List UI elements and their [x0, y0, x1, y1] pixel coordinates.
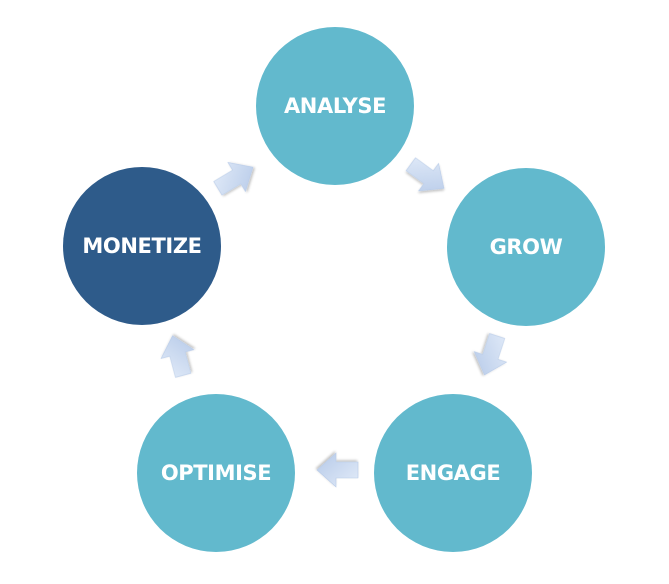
node-optimise: OPTIMISE: [137, 394, 295, 552]
node-optimise-circle: [137, 394, 295, 552]
node-grow-circle: [447, 168, 605, 326]
connector-arrows: [160, 157, 508, 488]
node-analyse-circle: [256, 27, 414, 185]
arrow-engage-to-optimise: [316, 452, 359, 488]
node-engage: ENGAGE: [374, 394, 532, 552]
node-optimise-label: OPTIMISE: [161, 461, 271, 485]
node-analyse-label: ANALYSE: [284, 94, 386, 118]
arrow-monetize-to-analyse: [213, 161, 254, 196]
node-grow-label: GROW: [490, 235, 563, 259]
arrow-analyse-to-grow: [405, 157, 445, 192]
node-monetize-circle: [63, 167, 221, 325]
node-engage-label: ENGAGE: [406, 461, 501, 485]
node-grow: GROW: [447, 168, 605, 326]
node-monetize: MONETIZE: [63, 167, 221, 325]
node-analyse: ANALYSE: [256, 27, 414, 185]
node-engage-circle: [374, 394, 532, 552]
arrow-optimise-to-monetize: [160, 335, 195, 378]
arrow-grow-to-engage: [473, 333, 508, 376]
node-monetize-label: MONETIZE: [82, 234, 201, 258]
